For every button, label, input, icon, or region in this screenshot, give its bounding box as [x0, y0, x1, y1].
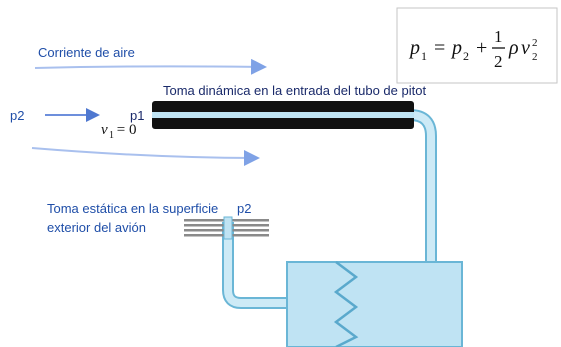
v1-sub: 1	[109, 130, 114, 141]
formula-rho: ρ	[508, 37, 519, 59]
bernoulli-formula: p 1 = p 2 + 1 2 ρ v 2 2	[408, 27, 538, 71]
v1-equation: v 1 = 0	[101, 122, 136, 141]
static-port-label-line1: Toma estática en la superficie	[47, 201, 218, 216]
air-stream-label: Corriente de aire	[38, 45, 135, 60]
pressure-box	[286, 261, 463, 347]
v1-rhs: = 0	[113, 122, 136, 138]
pressure-tube-outer	[155, 109, 437, 262]
p1-label: p1	[130, 108, 144, 123]
formula-v: v	[521, 37, 530, 59]
pressure-tube-inner	[155, 111, 435, 262]
formula-p1-sub: 1	[421, 49, 427, 63]
formula-v-sub: 2	[532, 51, 538, 63]
formula-p2: p	[450, 37, 462, 59]
static-port-opening	[223, 216, 233, 240]
pitot-tube-bore	[152, 112, 414, 118]
diaphragm	[333, 261, 359, 347]
p2-left-label: p2	[10, 108, 24, 123]
formula-v-sup: 2	[532, 37, 538, 49]
air-stream-arrow-top	[34, 58, 267, 75]
formula-box	[396, 7, 558, 84]
static-port-label-line2: exterior del avión	[47, 220, 146, 235]
static-tube-inner	[224, 222, 286, 307]
formula-p1: p	[408, 37, 420, 59]
formula-equals: =	[434, 37, 445, 59]
formula-p2-sub: 2	[463, 49, 469, 63]
p2-static-label: p2	[237, 201, 251, 216]
formula-numerator: 1	[494, 27, 503, 46]
formula-denominator: 2	[494, 52, 503, 71]
formula-plus: +	[476, 37, 487, 59]
v1-v: v	[101, 122, 108, 138]
dynamic-port-label: Toma dinámica en la entrada del tubo de …	[163, 83, 426, 98]
air-stream-arrow-bottom	[31, 147, 260, 166]
